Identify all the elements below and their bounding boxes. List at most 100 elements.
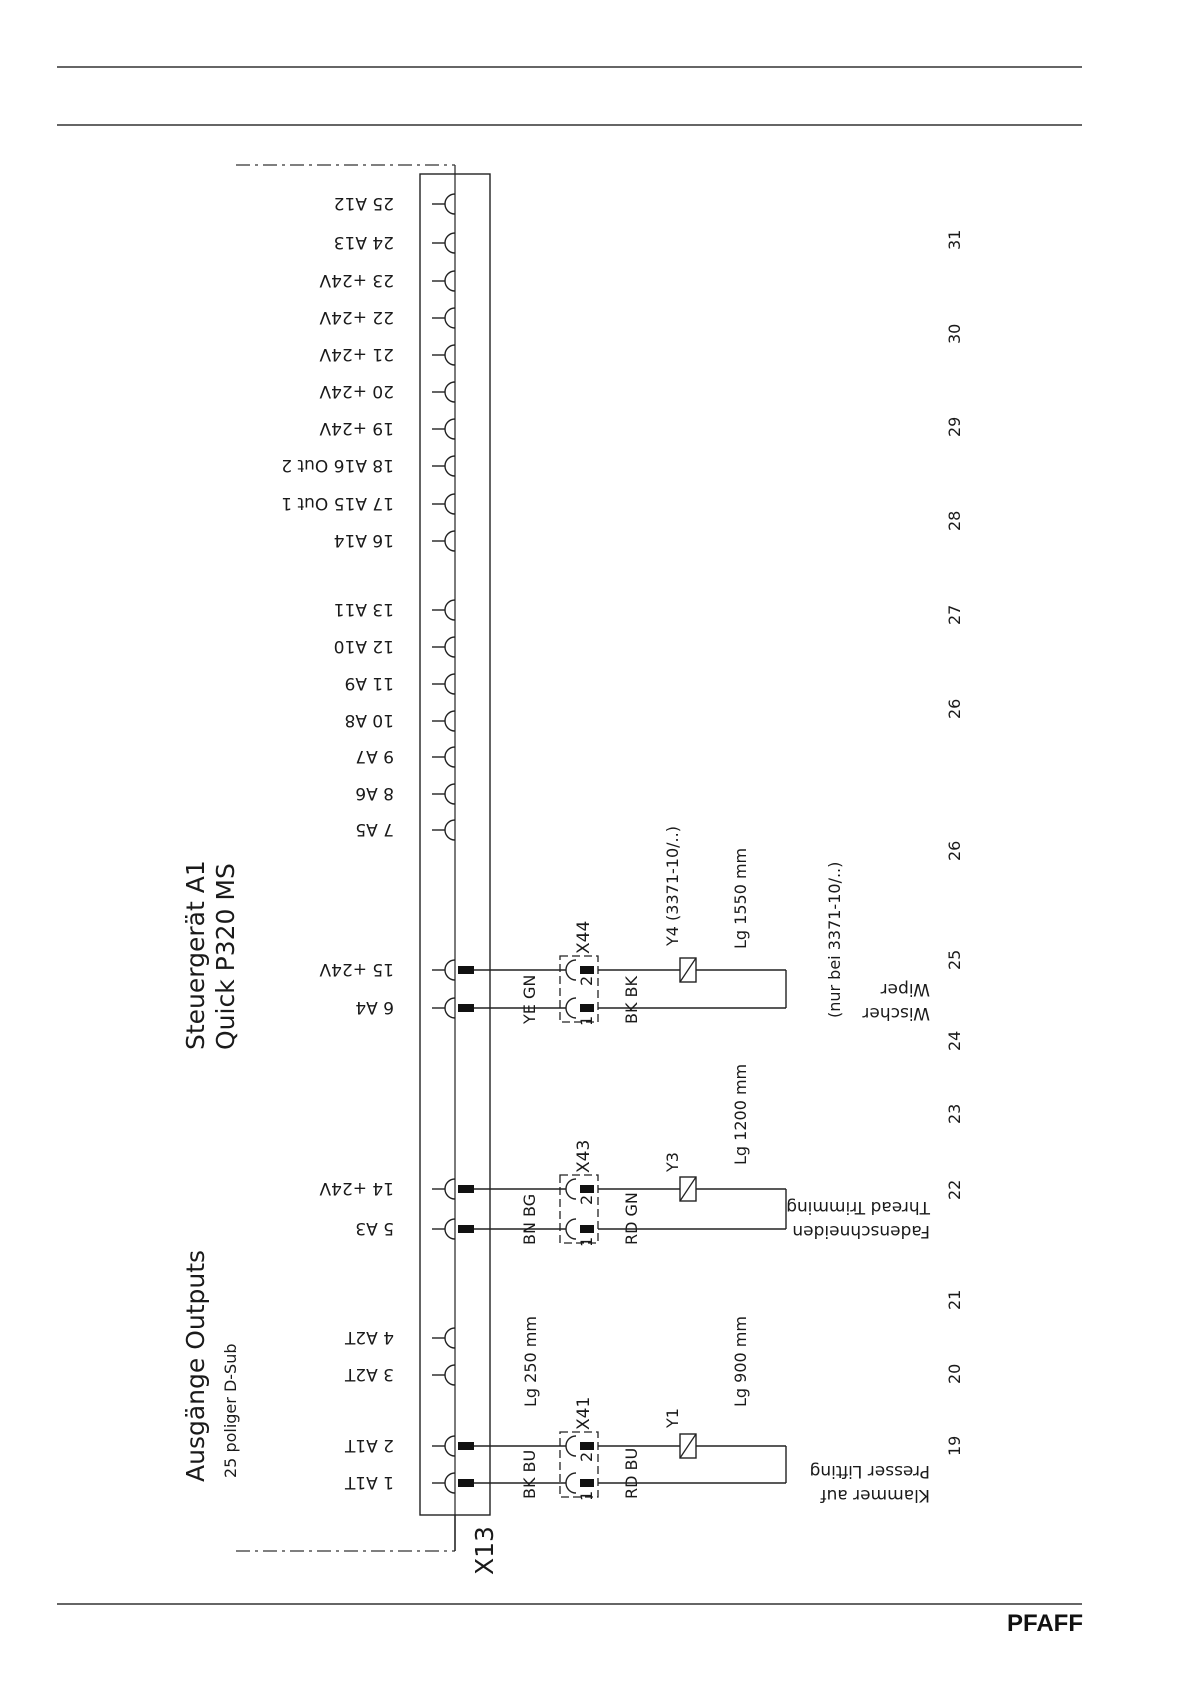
plug-pin-number: 2	[577, 1195, 596, 1205]
pin-terminals: 25 A12 24 A13 23 +24V 22 +24V 21 +24V 20 +24V…	[281, 193, 474, 1494]
pin-terminal: 4 A2T	[344, 1327, 456, 1349]
plug-housing	[559, 1431, 599, 1498]
pin-terminal: 7 A5	[355, 819, 456, 841]
solenoid-coil	[679, 1176, 697, 1202]
pin-label: 9 A7	[355, 746, 394, 766]
plug-pin-number: 2	[577, 1452, 596, 1462]
pin-label: 21 +24V	[319, 344, 394, 364]
plug-contact	[580, 1004, 594, 1012]
wire-colors-input: YE GN	[520, 975, 539, 1025]
column-number: 31	[945, 230, 964, 250]
pin-label: 1 A1T	[344, 1472, 394, 1492]
pin-label: 12 A10	[334, 636, 394, 656]
cable-length: Lg 1550 mm	[731, 848, 750, 949]
pin-terminal: 19 +24V	[319, 418, 456, 440]
pin-terminal: 25 A12	[334, 193, 456, 215]
plug-connector-label: X44	[574, 921, 594, 954]
plug-contact	[580, 1185, 594, 1193]
plug-connector-label: X43	[574, 1140, 594, 1173]
cable-length: Lg 250 mm	[521, 1316, 540, 1407]
function-label-en: Thread Trimming	[786, 1197, 931, 1217]
column-number: 26	[945, 841, 964, 861]
solenoid-coil	[679, 1433, 697, 1459]
pin-terminal: 18 A16 Out 2	[281, 455, 456, 477]
pin-terminal: 3 A2T	[344, 1364, 456, 1386]
column-number: 22	[945, 1180, 964, 1200]
device-boundary	[236, 164, 456, 1552]
pin-label: 22 +24V	[319, 307, 394, 327]
wire-colors-input: BK BU	[520, 1450, 539, 1499]
pin-label: 14 +24V	[319, 1178, 394, 1198]
pin-terminal: 23 +24V	[319, 270, 456, 292]
pin-label: 8 A6	[355, 783, 394, 803]
solenoid-label: Y3	[663, 1152, 682, 1173]
wire-colors-output: RD GN	[622, 1192, 641, 1245]
plug-connector-label: X41	[574, 1397, 594, 1430]
function-label-de: Klammer auf	[820, 1485, 930, 1505]
function-label-de: Wischer	[862, 1003, 930, 1023]
column-number: 24	[945, 1031, 964, 1051]
plug-contact	[580, 1442, 594, 1450]
pin-terminal: 6 A4	[355, 997, 474, 1019]
pin-label: 24 A13	[334, 232, 394, 252]
solenoid-coil	[679, 957, 697, 983]
pin-label: 10 A8	[345, 710, 394, 730]
pin-label: 23 +24V	[319, 270, 394, 290]
plug-contact	[580, 966, 594, 974]
column-number: 27	[945, 605, 964, 625]
plug-pin-number: 2	[577, 976, 596, 986]
pin-terminal: 24 A13	[334, 232, 456, 254]
pin-terminal: 11 A9	[345, 673, 456, 695]
pin-label: 20 +24V	[319, 381, 394, 401]
pin-label: 19 +24V	[319, 418, 394, 438]
cable-length: Lg 900 mm	[731, 1316, 750, 1407]
pin-label: 5 A3	[355, 1218, 394, 1238]
function-label-en: Presser Lifting	[810, 1461, 930, 1481]
wire-colors-output: BK BK	[622, 975, 641, 1024]
pin-contact	[458, 966, 474, 974]
brand-logo: PFAFF	[1007, 1610, 1083, 1637]
pin-terminal: 1 A1T	[344, 1472, 474, 1494]
pin-terminal: 15 +24V	[319, 959, 474, 981]
function-label-de: Fadenschneiden	[792, 1221, 930, 1241]
plug-pin-number: 1	[577, 1491, 596, 1501]
pin-terminal: 13 A11	[334, 599, 456, 621]
pin-label: 18 A16 Out 2	[281, 455, 394, 475]
device-model: Quick P320 MS	[211, 863, 240, 1050]
pin-label: 13 A11	[334, 599, 394, 619]
column-number: 29	[945, 417, 964, 437]
column-number: 28	[945, 511, 964, 531]
plug-pin-number: 1	[577, 1016, 596, 1026]
outputs-title: Ausgänge Outputs	[181, 1250, 210, 1482]
pin-label: 11 A9	[345, 673, 394, 693]
column-number: 20	[945, 1364, 964, 1384]
function-note: (nur bei 3371-10/..)	[825, 862, 844, 1018]
pin-label: 7 A5	[355, 819, 394, 839]
pin-terminal: 16 A14	[334, 530, 456, 552]
column-number: 21	[945, 1290, 964, 1310]
pin-terminal: 8 A6	[355, 783, 456, 805]
device-title: Steuergerät A1	[181, 860, 210, 1050]
column-number: 25	[945, 950, 964, 970]
connector-x13-label: X13	[470, 1526, 499, 1575]
plug-contact	[580, 1479, 594, 1487]
pin-terminal: 10 A8	[345, 710, 456, 732]
pin-label: 17 A15 Out 1	[281, 493, 394, 513]
pin-terminal: 22 +24V	[319, 307, 456, 329]
pin-contact	[458, 1004, 474, 1012]
plug-contact	[580, 1225, 594, 1233]
function-label-en: Wiper	[881, 979, 930, 999]
pin-contact	[458, 1185, 474, 1193]
solenoid-label: Y1	[663, 1408, 682, 1429]
column-number: 26	[945, 699, 964, 719]
cable-length: Lg 1200 mm	[731, 1064, 750, 1165]
plug-housing	[559, 955, 599, 1023]
pin-terminal: 9 A7	[355, 746, 456, 768]
column-number: 19	[945, 1436, 964, 1456]
pin-terminal: 17 A15 Out 1	[281, 493, 456, 515]
